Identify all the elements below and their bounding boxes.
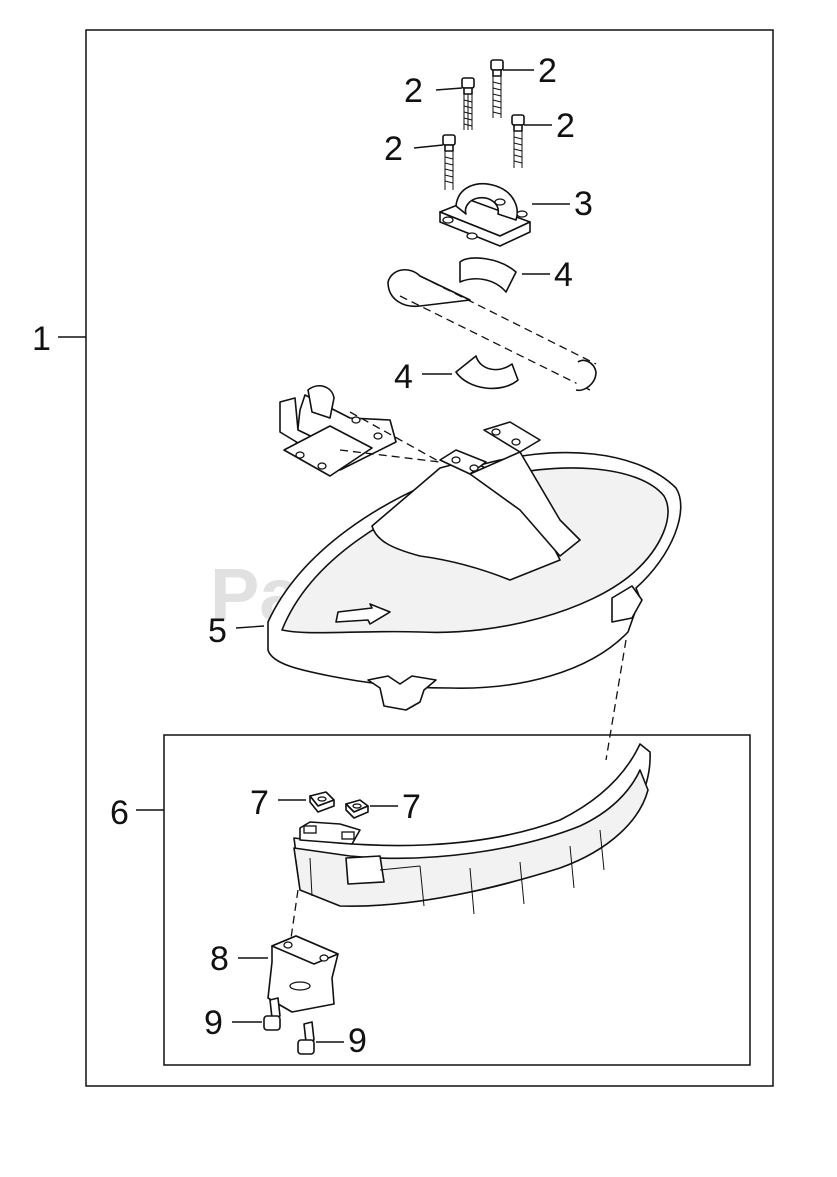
screw-part-2c	[511, 114, 525, 168]
callout-7b: 7	[370, 788, 421, 826]
svg-text:8: 8	[210, 940, 229, 978]
nut-part-7b	[345, 799, 369, 819]
svg-text:5: 5	[208, 612, 227, 650]
plate-part-8	[267, 935, 339, 1013]
callout-5: 5	[208, 612, 265, 650]
svg-text:1: 1	[32, 320, 51, 358]
svg-text:9: 9	[204, 1004, 223, 1042]
screw-part-2b	[490, 59, 504, 118]
svg-text:7: 7	[402, 788, 421, 826]
svg-text:2: 2	[556, 107, 575, 145]
callout-4a: 4	[522, 256, 573, 294]
svg-text:4: 4	[554, 256, 573, 294]
shaft-outline	[387, 269, 597, 392]
guard-part-5	[267, 421, 682, 761]
callout-7a: 7	[250, 784, 306, 822]
screw-part-2a	[461, 77, 475, 130]
svg-text:3: 3	[574, 185, 593, 223]
svg-text:6: 6	[110, 794, 129, 832]
callout-2a: 2	[404, 72, 463, 110]
callout-9a: 9	[204, 1004, 262, 1042]
svg-text:2: 2	[384, 130, 403, 168]
nut-part-7a	[309, 791, 335, 813]
callout-4b: 4	[394, 358, 452, 396]
callout-3: 3	[532, 185, 593, 223]
skirt-part-6	[281, 743, 651, 1001]
pad-lower-part-4	[455, 355, 519, 390]
callout-1: 1	[32, 320, 86, 358]
callout-2d: 2	[384, 130, 444, 168]
svg-text:2: 2	[538, 52, 557, 90]
screw-part-9b	[297, 1021, 315, 1055]
clamp-part-3	[439, 182, 531, 247]
svg-text:9: 9	[348, 1022, 367, 1060]
screw-part-2d	[442, 134, 456, 190]
callout-6: 6	[110, 794, 164, 832]
subassembly-frame	[163, 734, 751, 1066]
svg-text:4: 4	[394, 358, 413, 396]
callout-2c: 2	[524, 107, 575, 145]
pad-upper-part-4	[459, 257, 517, 293]
svg-text:7: 7	[250, 784, 269, 822]
bracket-plates	[279, 385, 441, 477]
callout-8: 8	[210, 940, 268, 978]
assembly-frame	[85, 29, 774, 1087]
screw-part-9a	[263, 997, 281, 1031]
callout-9b: 9	[316, 1022, 367, 1060]
callout-2b: 2	[503, 52, 557, 90]
svg-text:2: 2	[404, 72, 423, 110]
